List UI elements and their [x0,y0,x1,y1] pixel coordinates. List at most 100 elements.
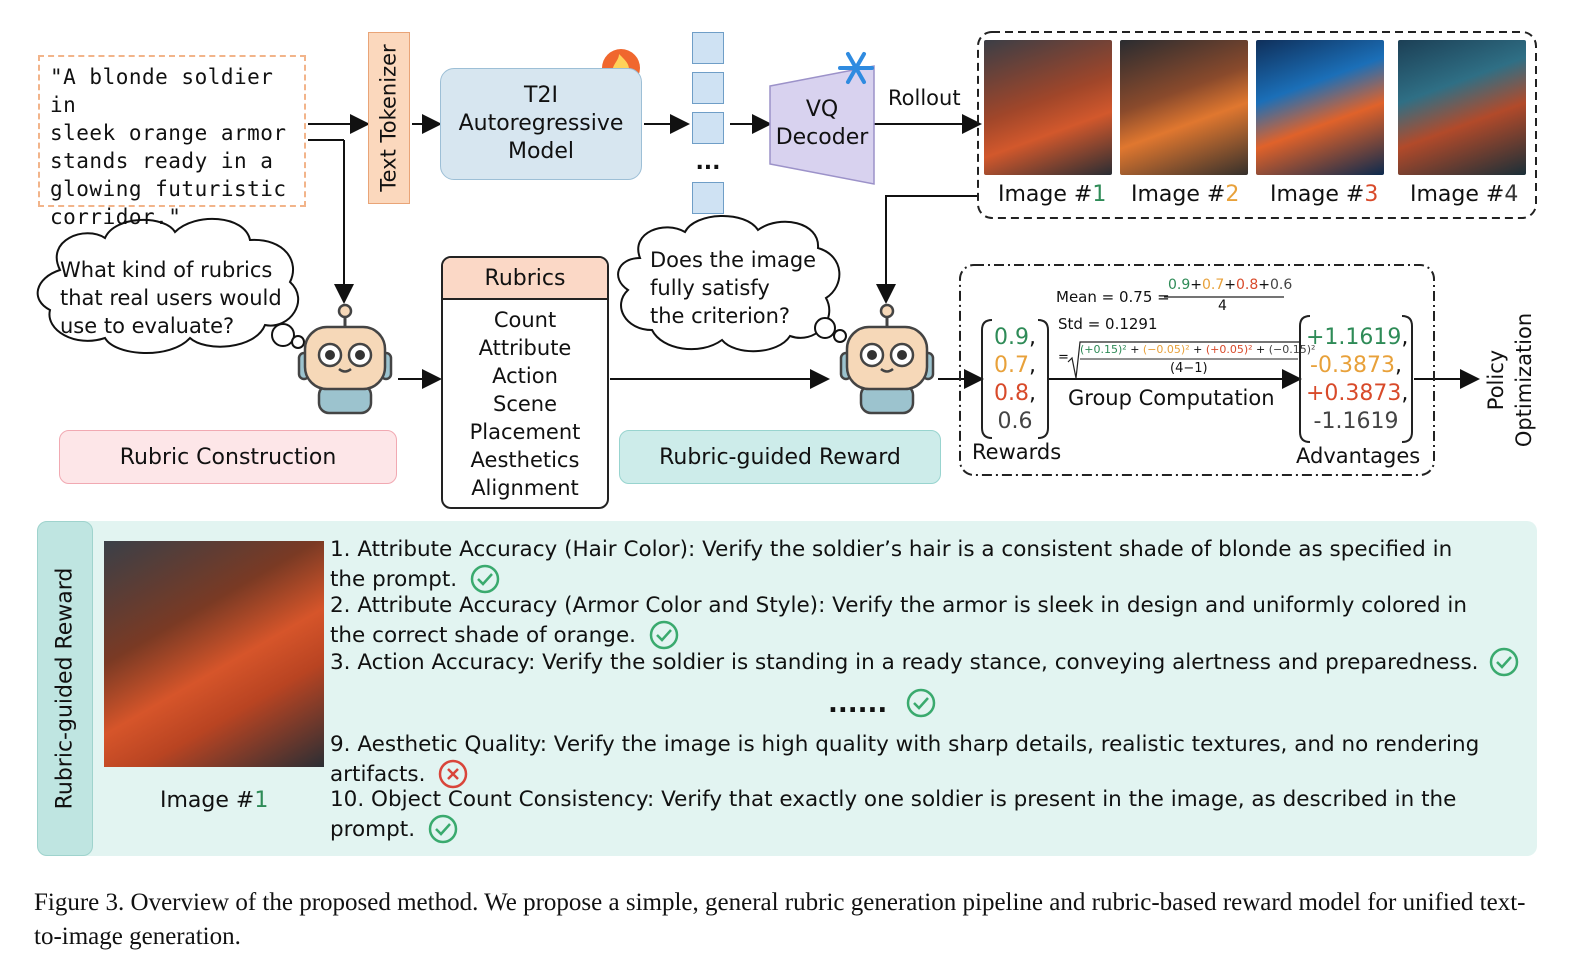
rewards-bracket-right [1037,319,1049,439]
reward-value: 0.8, [994,381,1036,406]
rollout-image-2 [1120,40,1248,175]
prompt-line: stands ready in a [50,149,274,173]
t2i-model-block: T2I Autoregressive Model [440,68,642,180]
example-image-1 [104,541,324,767]
image-label-prefix: Image # [998,182,1093,207]
prompt-text-box: "A blonde soldier in sleek orange armor … [38,55,306,229]
criterion-text: the correct shade of orange. [330,623,637,648]
advantages-bracket-right [1401,315,1413,443]
rubric-item: Scene [492,392,558,416]
image-label-number: 1 [1092,182,1107,207]
image-label-1: Image #1 [998,182,1106,207]
check-icon [470,564,500,594]
rewards-vector: 0.9, 0.7, 0.8, 0.6 [993,324,1037,436]
prompt-line: "A blonde soldier in [50,65,274,117]
image-token [692,32,724,64]
mean-term: 0.7 [1202,277,1225,293]
mean-plus: + [1190,277,1202,293]
image-label-prefix: Image # [1410,182,1505,207]
bubble-line: use to evaluate? [60,314,235,338]
advantages-bracket-left [1299,315,1311,443]
advantage-value: +1.1619, [1306,325,1409,350]
std-term: (+0.05)² [1205,343,1253,356]
image-label-prefix: Image # [1131,182,1226,207]
image-label-prefix: Image # [160,788,255,813]
vq-line: VQ [805,97,839,122]
image-token [692,182,724,214]
check-icon [907,688,936,718]
rubric-item: Action [492,364,558,388]
rubric-reward-side-tab: Rubric-guided Reward [37,521,93,856]
mean-denominator: 4 [1218,298,1227,314]
image-label-2: Image #2 [1131,182,1239,207]
bubble-line: that real users would [60,286,282,310]
advantages-vector: +1.1619, -0.3873, +0.3873, -1.1619 [1306,324,1409,436]
criterion-text: 9. Aesthetic Quality: Verify the image i… [330,732,1480,757]
rubric-guided-reward-label: Rubric-guided Reward [619,430,941,484]
criterion-1: 1. Attribute Accuracy (Hair Color): Veri… [330,536,1452,594]
bubble-left-text: What kind of rubrics that real users wou… [60,256,282,340]
policy-line: Policy [1484,349,1508,411]
robot-left [297,303,393,415]
policy-line: Optimization [1512,312,1536,448]
criterion-text: 10. Object Count Consistency: Verify tha… [330,787,1457,812]
prompt-line: corridor." [50,205,182,229]
std-term: (−0.05)² [1142,343,1190,356]
rubric-item: Alignment [471,476,579,500]
rollout-image-1 [984,40,1112,175]
std-plus: + [1189,343,1206,356]
advantage-value: -0.3873, [1310,353,1402,378]
image-label-number: 4 [1504,182,1519,207]
reward-value: 0.7, [994,353,1036,378]
criteria-ellipsis: ...... [828,688,936,718]
std-plus: + [1252,343,1269,356]
mean-term: 0.9 [1168,277,1191,293]
snowflake-icon [838,52,874,84]
rubric-construction-label: Rubric Construction [59,430,397,484]
text-tokenizer-block: Text Tokenizer [368,32,410,204]
check-icon [428,814,458,844]
reward-value: 0.9, [994,325,1036,350]
bubble-mid-text: Does the image fully satisfy the criteri… [650,246,816,330]
arrow-images-to-judge [876,195,978,304]
rubric-item: Attribute [478,336,572,360]
mean-numerator: 0.9+0.7+0.8+0.6 [1168,277,1292,293]
rewards-bracket-left [981,319,993,439]
group-computation-label: Group Computation [1068,386,1275,410]
rubrics-header: Rubrics [443,258,607,300]
criterion-text: 2. Attribute Accuracy (Armor Color and S… [330,593,1467,618]
mean-term: 0.6 [1270,277,1293,293]
image-label-number: 1 [254,788,269,813]
bubble-line: Does the image [650,248,817,272]
image-label-number: 2 [1225,182,1240,207]
criterion-text: 1. Attribute Accuracy (Hair Color): Veri… [330,537,1453,562]
vq-decoder-label: VQ Decoder [770,96,874,152]
advantage-value: +0.3873, [1306,381,1409,406]
criterion-3: 3. Action Accuracy: Verify the soldier i… [330,647,1519,677]
mean-term: 0.8 [1236,277,1259,293]
t2i-line: Model [507,139,575,164]
cross-icon [439,759,468,789]
side-tab-label: Rubric-guided Reward [52,567,78,810]
rewards-label: Rewards [972,440,1062,464]
criterion-10: 10. Object Count Consistency: Verify tha… [330,786,1456,844]
image-token [692,112,724,144]
criterion-9: 9. Aesthetic Quality: Verify the image i… [330,731,1479,789]
vq-decoder-shape [769,65,875,185]
criterion-text: ...... [828,689,888,719]
prompt-line: glowing futuristic [50,177,287,201]
rubric-item: Aesthetics [470,448,580,472]
mean-plus: + [1224,277,1236,293]
criterion-text: the prompt. [330,567,458,592]
check-icon [649,620,679,650]
bubble-line: fully satisfy [650,276,770,300]
sqrt-sign [1067,341,1300,379]
advantage-value: -1.1619 [1313,409,1399,434]
image-token [692,72,724,104]
criterion-text: artifacts. [330,762,426,787]
prompt-line: sleek orange armor [50,121,287,145]
robot-judge [839,303,935,415]
rollout-image-4 [1398,40,1526,175]
rollout-label: Rollout [888,86,961,110]
token-ellipsis: ... [695,150,721,175]
